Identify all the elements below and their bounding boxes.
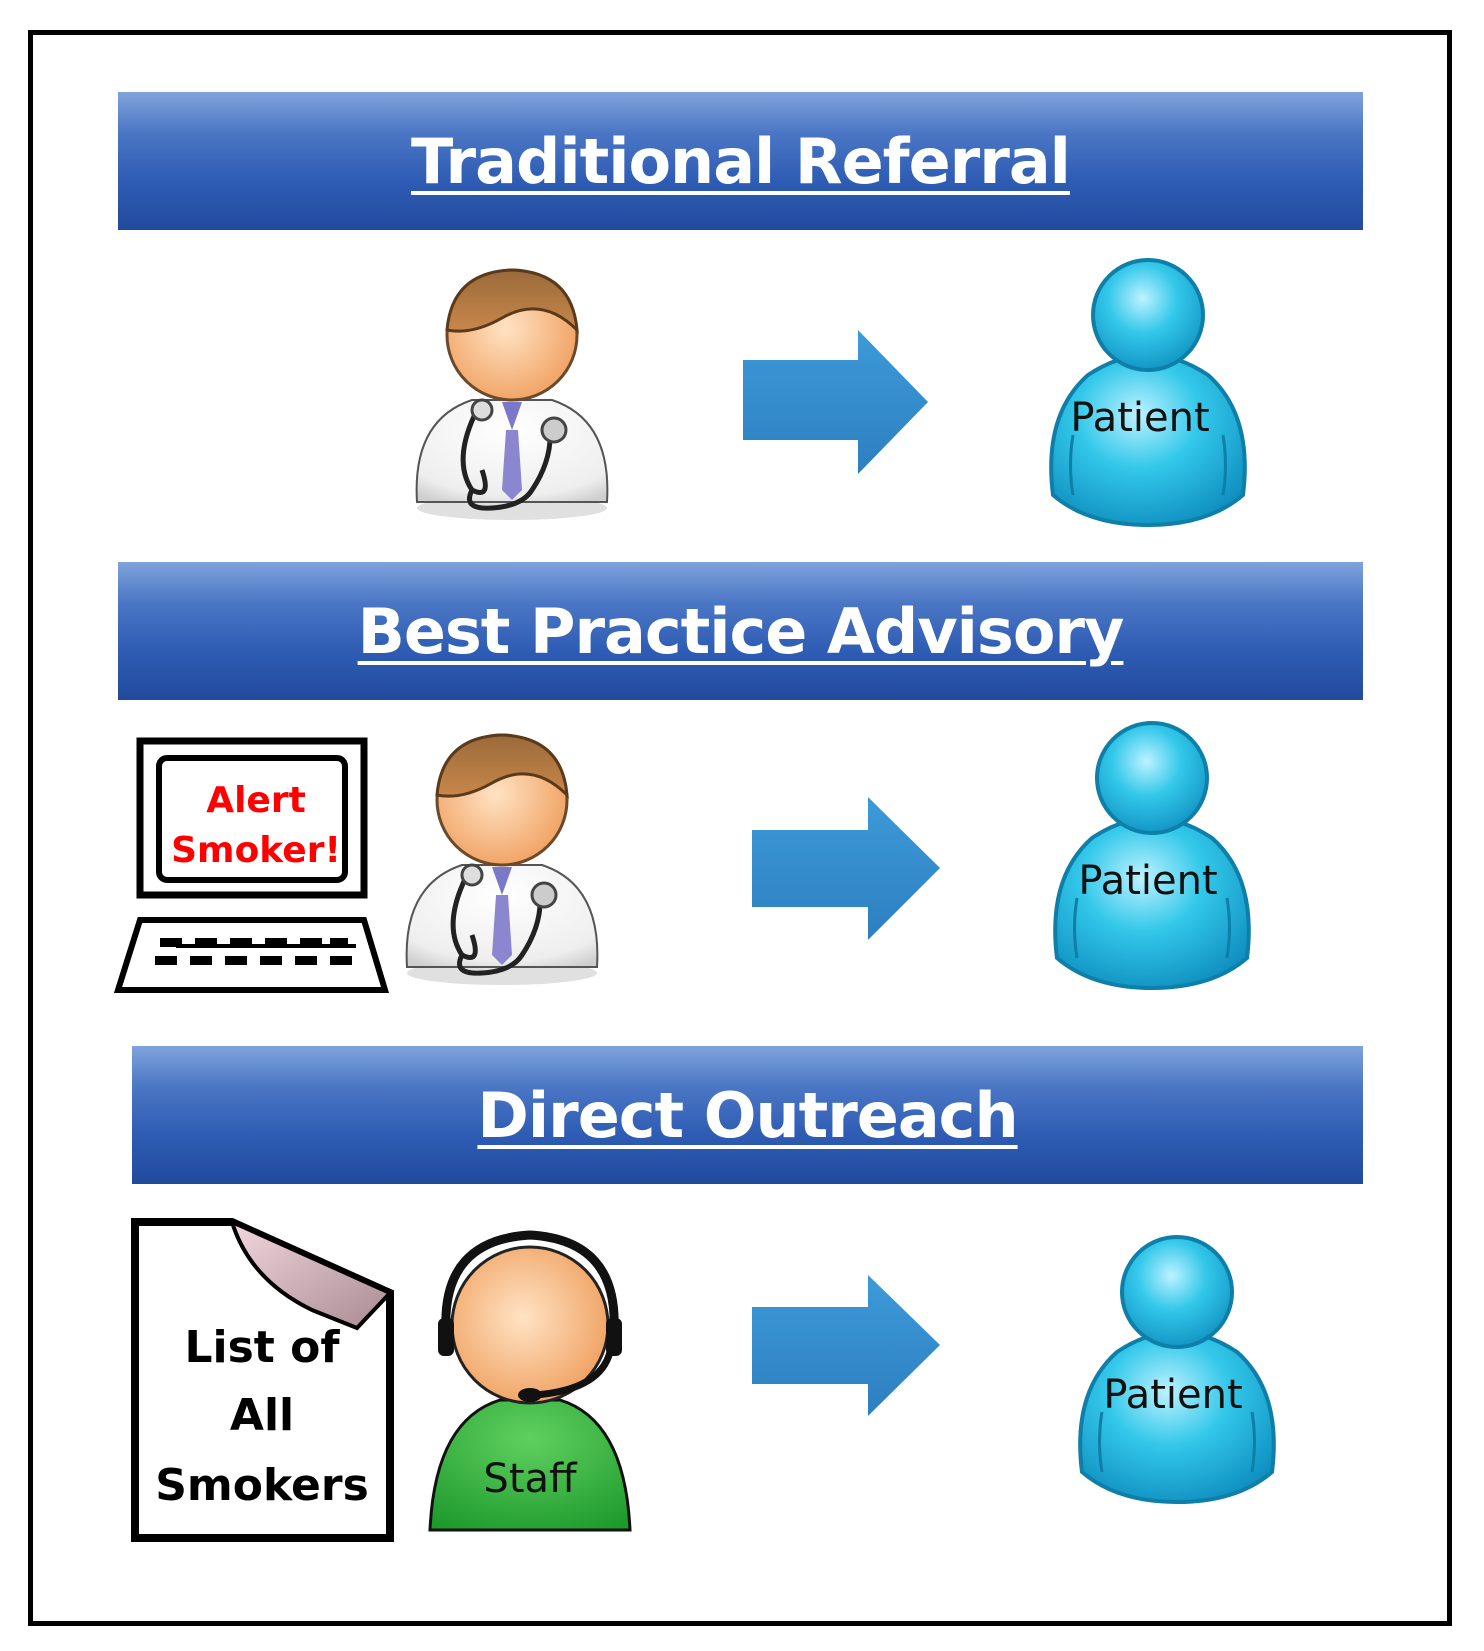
laptop-icon: Alert Smoker! — [113, 737, 390, 993]
patient-label: Patient — [1103, 1372, 1242, 1418]
patient-label: Patient — [1070, 395, 1209, 441]
document-icon: List of All Smokers — [131, 1218, 394, 1542]
staff-icon: Staff — [428, 1230, 632, 1532]
arrow-right-icon — [752, 797, 940, 940]
patient-label: Patient — [1078, 858, 1217, 904]
banner-best-practice-advisory: Best Practice Advisory — [118, 562, 1363, 700]
arrow-right-icon — [743, 330, 928, 474]
headset-icon — [441, 1230, 619, 1331]
list-text-line2: All — [230, 1390, 294, 1441]
patient-icon: Patient — [1053, 721, 1251, 991]
banner-traditional-referral: Traditional Referral — [118, 92, 1363, 230]
list-text-line3: Smokers — [155, 1460, 369, 1511]
alert-text-line2: Smoker! — [171, 830, 341, 871]
doctor-icon — [415, 268, 609, 520]
section-title: Traditional Referral — [411, 124, 1071, 198]
patient-icon: Patient — [1078, 1235, 1276, 1505]
section-title: Direct Outreach — [477, 1078, 1018, 1152]
section-title: Best Practice Advisory — [357, 594, 1125, 668]
banner-direct-outreach: Direct Outreach — [132, 1046, 1363, 1184]
arrow-right-icon — [752, 1275, 940, 1416]
keyboard — [155, 938, 356, 965]
patient-icon: Patient — [1049, 258, 1247, 528]
doctor-icon — [405, 733, 599, 985]
staff-label: Staff — [483, 1456, 578, 1502]
list-text-line1: List of — [184, 1322, 340, 1373]
alert-text-line1: Alert — [206, 780, 306, 821]
